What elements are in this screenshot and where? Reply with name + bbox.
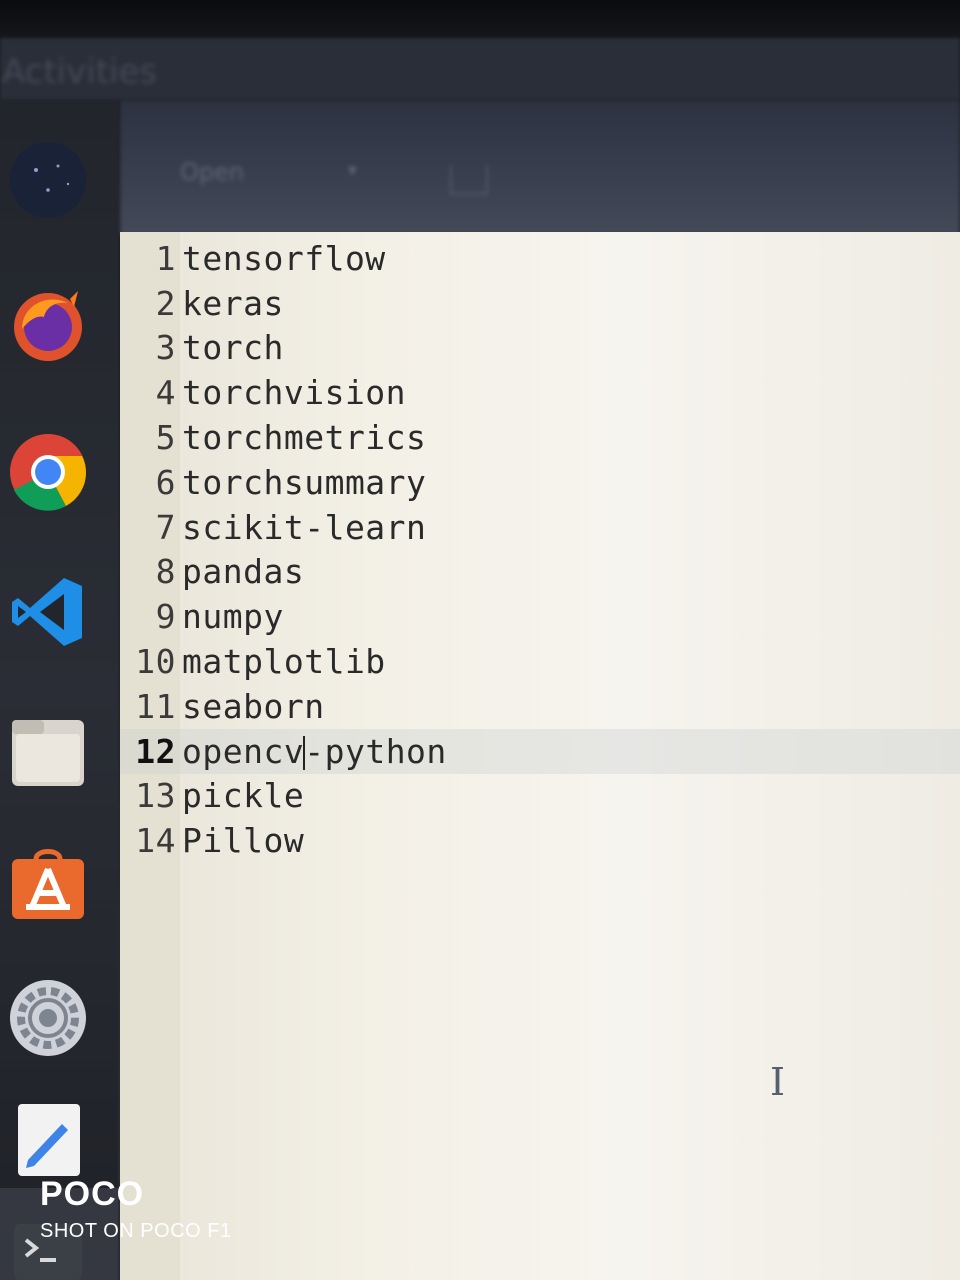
line-text: torch	[182, 328, 284, 368]
line-text: torchsummary	[182, 462, 427, 502]
editor-line[interactable]: 14 Pillow	[120, 818, 960, 863]
files-icon[interactable]	[8, 712, 88, 792]
editor-line[interactable]: 11 seaborn	[120, 684, 960, 729]
editor-lines: 1 tensorflow 2 keras 3 torch 4 torchvisi…	[120, 236, 960, 863]
text-editor-icon[interactable]	[8, 1100, 88, 1180]
open-dropdown-arrow-icon[interactable]: ▾	[348, 160, 358, 181]
line-number: 13	[135, 776, 176, 816]
editor-line[interactable]: 5 torchmetrics	[120, 415, 960, 460]
line-text: torchmetrics	[182, 418, 427, 458]
editor-line[interactable]: 13 pickle	[120, 774, 960, 819]
editor-line[interactable]: 9 numpy	[120, 594, 960, 639]
firefox-icon[interactable]	[8, 285, 88, 365]
line-text: torchvision	[182, 373, 407, 413]
line-text: opencv-python	[182, 732, 447, 771]
editor-line-current[interactable]: 12 opencv-python	[120, 728, 960, 774]
editor-headerbar	[120, 100, 960, 235]
editor-line[interactable]: 7 scikit-learn	[120, 505, 960, 550]
line-text-after-cursor: -python	[304, 731, 447, 771]
editor-line[interactable]: 2 keras	[120, 281, 960, 326]
line-number-gutter	[120, 232, 180, 1280]
line-text: seaborn	[182, 686, 325, 726]
dock	[0, 100, 118, 1280]
line-number: 7	[155, 507, 176, 547]
editor-line[interactable]: 10 matplotlib	[120, 639, 960, 684]
line-text: matplotlib	[182, 642, 386, 682]
editor-line[interactable]: 8 pandas	[120, 550, 960, 595]
line-text: keras	[182, 283, 284, 323]
line-number: 9	[155, 597, 176, 637]
settings-icon[interactable]	[8, 978, 88, 1058]
line-text: tensorflow	[182, 238, 386, 278]
line-number: 4	[155, 373, 176, 413]
activities-button[interactable]: Activities	[2, 52, 158, 92]
editor-line[interactable]: 3 torch	[120, 326, 960, 371]
line-number: 14	[135, 821, 176, 861]
new-document-icon[interactable]	[450, 165, 488, 195]
open-button[interactable]: Open	[180, 158, 245, 186]
line-number: 2	[155, 283, 176, 323]
line-text: Pillow	[182, 821, 305, 861]
line-number: 3	[155, 328, 176, 368]
line-number: 8	[155, 552, 176, 592]
watermark-subtitle: SHOT ON POCO F1	[40, 1220, 232, 1242]
ubuntu-logo-icon[interactable]	[8, 140, 88, 220]
terminal-icon[interactable]	[8, 1210, 88, 1280]
text-editor-area[interactable]: 1 tensorflow 2 keras 3 torch 4 torchvisi…	[120, 232, 960, 1280]
line-number: 12	[135, 731, 176, 771]
editor-line[interactable]: 6 torchsummary	[120, 460, 960, 505]
editor-line[interactable]: 1 tensorflow	[120, 236, 960, 281]
line-text: scikit-learn	[182, 507, 427, 547]
mouse-ibeam-cursor-icon: I	[770, 1060, 786, 1104]
text-cursor	[303, 736, 306, 771]
vscode-icon[interactable]	[8, 572, 88, 652]
line-number: 1	[155, 238, 176, 278]
line-number: 5	[155, 418, 176, 458]
line-text: numpy	[182, 597, 284, 637]
line-number: 10	[135, 642, 176, 682]
line-number: 6	[155, 462, 176, 502]
line-number: 11	[135, 686, 176, 726]
line-text: pandas	[182, 552, 305, 592]
line-text: pickle	[182, 776, 305, 816]
software-center-icon[interactable]	[8, 845, 88, 925]
top-bar	[0, 38, 960, 100]
chrome-icon[interactable]	[8, 432, 88, 512]
camera-watermark: POCO SHOT ON POCO F1	[40, 1175, 232, 1243]
editor-line[interactable]: 4 torchvision	[120, 370, 960, 415]
line-text-before-cursor: opencv	[182, 731, 305, 771]
watermark-brand: POCO	[40, 1175, 145, 1213]
